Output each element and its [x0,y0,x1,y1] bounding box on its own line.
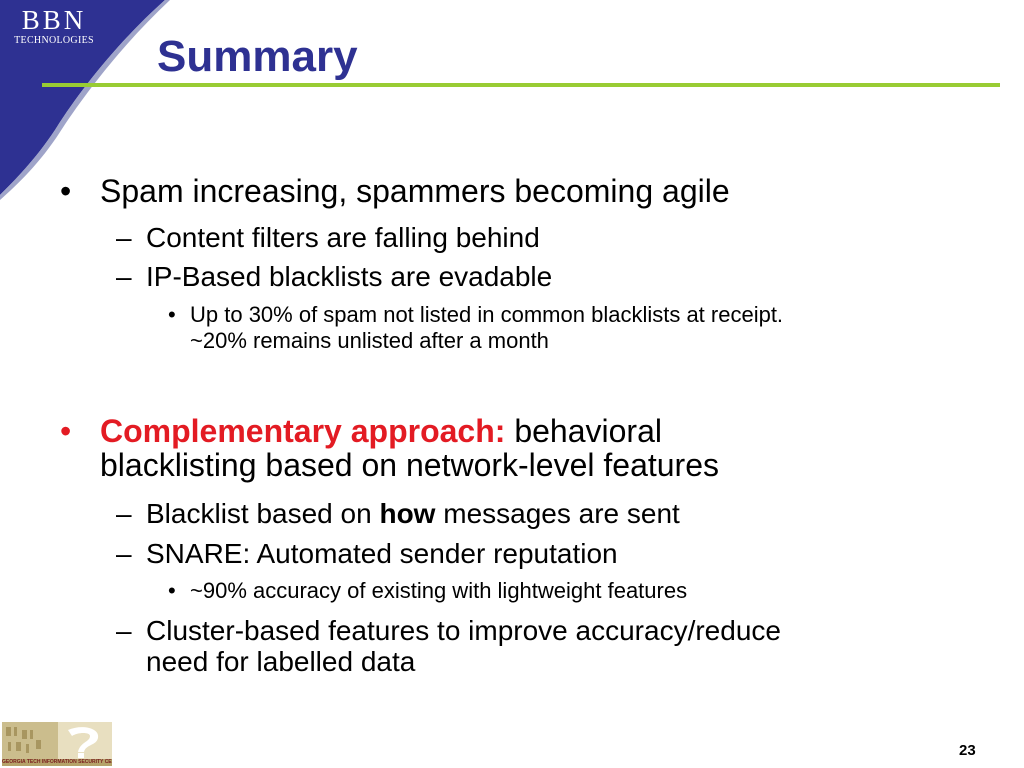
logo-sub-text: TECHNOLOGIES [14,35,94,46]
dash-marker: – [116,222,132,253]
bullet-text-bold: how [379,498,436,529]
bullet-spam-increasing: • Spam increasing, spammers becoming agi… [60,173,730,209]
bullet-text: Content filters are falling behind [146,222,540,253]
dash-marker: – [116,538,132,569]
bullet-text-line2: ~20% remains unlisted after a month [190,328,549,353]
bullet-blacklist-how: – Blacklist based on how messages are se… [116,498,680,529]
bullet-text: IP-Based blacklists are evadable [146,261,553,292]
bbn-logo: BBN TECHNOLOGIES [12,6,96,46]
gtisc-logo: GEORGIA TECH INFORMATION SECURITY CENTER [2,722,112,766]
dash-marker: – [116,261,132,292]
page-number: 23 [959,742,976,759]
bullet-text: Spam increasing, spammers becoming agile [100,173,730,209]
bullet-text-before: Blacklist based on [146,498,380,529]
bullet-text-line1: Cluster-based features to improve accura… [146,615,781,646]
bullet-ip-blacklists: – IP-Based blacklists are evadable [116,261,553,292]
dash-marker: – [116,498,132,529]
bullet-cluster-features: – Cluster-based features to improve accu… [116,615,781,677]
bullet-marker: • [60,413,72,449]
logo-main-text: BBN [21,5,87,35]
bullet-content-filters: – Content filters are falling behind [116,222,540,253]
corner-swoosh-graphic [0,0,170,200]
bullet-accuracy: • ~90% accuracy of existing with lightwe… [168,578,688,604]
bullet-marker: • [60,173,72,209]
bullet-text: behavioral [505,413,662,449]
bullet-marker: • [168,302,176,327]
bullet-text-line2: need for labelled data [146,646,416,677]
bullet-text: SNARE: Automated sender reputation [146,538,618,569]
bullet-complementary-approach: • Complementary approach: behavioral bla… [60,413,719,483]
gtisc-logo-graphic [2,722,112,759]
highlight-text: Complementary approach: [100,413,506,449]
slide-title: Summary [157,32,358,81]
gtisc-logo-caption: GEORGIA TECH INFORMATION SECURITY CENTER [2,759,112,766]
bullet-text-line1: Up to 30% of spam not listed in common b… [190,302,784,327]
bullet-text: ~90% accuracy of existing with lightweig… [190,578,688,603]
dash-marker: – [116,615,132,646]
bullet-unlisted-spam: • Up to 30% of spam not listed in common… [168,302,784,354]
bullet-snare: – SNARE: Automated sender reputation [116,538,618,569]
bullet-text-after: messages are sent [435,498,680,529]
title-rule [42,83,1000,87]
bullet-text-line2: blacklisting based on network-level feat… [100,447,719,483]
bullet-marker: • [168,578,176,603]
